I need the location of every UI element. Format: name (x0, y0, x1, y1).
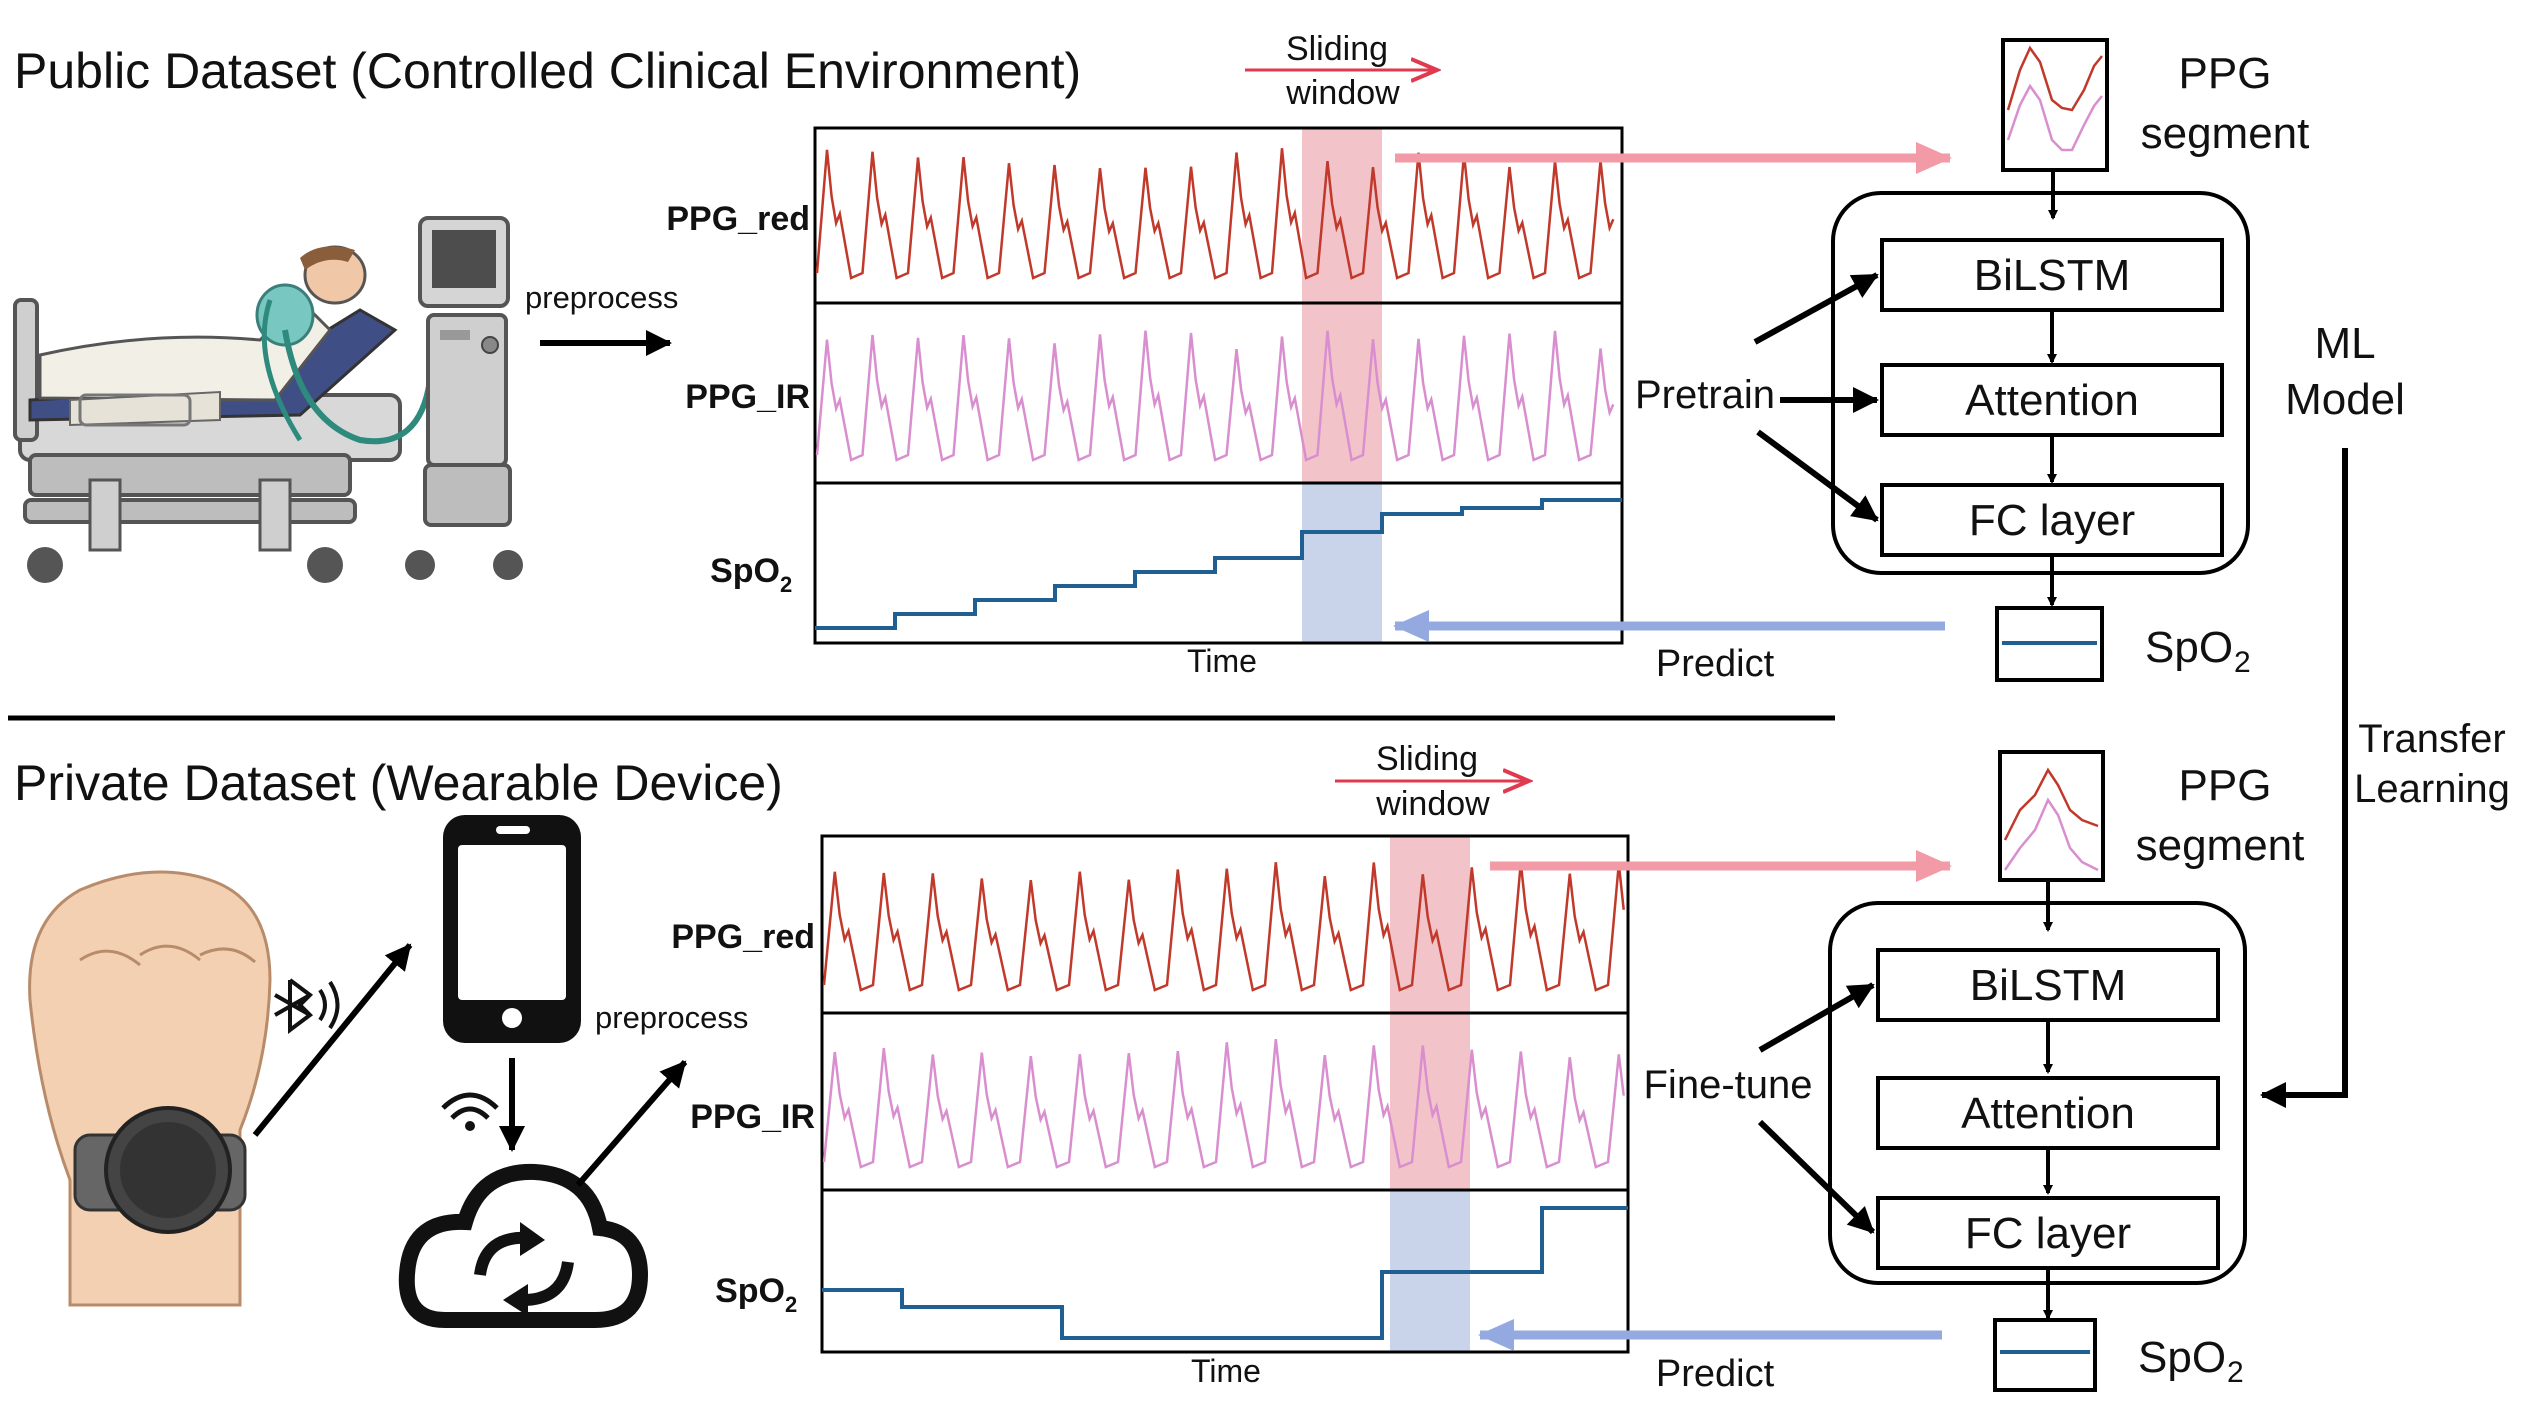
private-sliding-label-2: window (1375, 785, 1490, 823)
hospital-bed-ventilator-icon (13, 216, 523, 583)
private-ppg-red-label: PPG_red (671, 918, 815, 956)
private-ppg-ir-label: PPG_IR (690, 1098, 815, 1136)
public-window-blue (1302, 483, 1382, 643)
public-pretrain-arrow-bilstm (1753, 272, 1879, 345)
public-preprocess-label: preprocess (525, 280, 678, 315)
ml-model-label-1: ML (2314, 319, 2375, 368)
private-ppg-red-trace (822, 862, 1625, 992)
private-bilstm-label: BiLSTM (1970, 961, 2126, 1010)
private-spo2-subscript: 2 (785, 1292, 797, 1317)
public-time-label: Time (1187, 643, 1257, 679)
private-title: Private Dataset (Wearable Device) (14, 755, 783, 811)
private-spo2-label: SpO (715, 1272, 785, 1310)
public-section: Public Dataset (Controlled Clinical Envi… (13, 30, 2310, 685)
smartphone-icon (443, 815, 581, 1043)
watch-to-phone-arrow (252, 943, 413, 1137)
private-sliding-label-1: Sliding (1376, 740, 1478, 778)
bluetooth-icon (274, 978, 340, 1034)
private-signal-plot (820, 834, 1630, 1354)
cloud-sync-icon (398, 1163, 649, 1328)
private-bilstm-block (1876, 948, 2220, 1022)
private-spo2-output-icon (1993, 1318, 2097, 1392)
public-attention-label: Attention (1965, 376, 2139, 425)
public-fc-label: FC layer (1969, 496, 2135, 545)
private-finetune-label: Fine-tune (1644, 1063, 1813, 1107)
public-sliding-label-1: Sliding (1286, 30, 1388, 68)
public-predict-label: Predict (1656, 643, 1775, 685)
cloud-to-plot-arrow (575, 1060, 688, 1187)
public-fc-block (1880, 483, 2224, 557)
private-model-container (1828, 901, 2247, 1285)
public-spo2-output-subscript: 2 (2234, 646, 2251, 679)
transfer-label-1: Transfer (2358, 717, 2505, 761)
public-spo2-output-label: SpO (2145, 623, 2233, 672)
public-bilstm-label: BiLSTM (1974, 251, 2130, 300)
public-spo2-label: SpO (710, 552, 780, 590)
public-ppg-red-label: PPG_red (666, 200, 810, 238)
public-signal-plot (813, 126, 1624, 645)
private-ppg-segment-icon (1998, 750, 2105, 882)
private-ppg-ir-trace (822, 1038, 1625, 1169)
public-pretrain-arrow-fc (1756, 429, 1879, 523)
transfer-label-2: Learning (2354, 767, 2510, 811)
public-segment-label-2: segment (2141, 109, 2310, 158)
private-attention-label: Attention (1961, 1089, 2135, 1138)
wifi-icon (441, 1092, 499, 1131)
private-fc-label: FC layer (1965, 1209, 2131, 1258)
public-pretrain-label: Pretrain (1635, 373, 1775, 417)
transfer-learning-arrow (2260, 448, 2348, 1108)
public-attention-block (1880, 363, 2224, 437)
private-segment-label-1: PPG (2179, 761, 2272, 810)
public-spo2-trace (815, 498, 1622, 630)
private-finetune-arrow-fc (1757, 1119, 1876, 1235)
public-ppg-ir-label: PPG_IR (685, 378, 810, 416)
private-spo2-trace (822, 1206, 1628, 1340)
public-spo2-output-icon (1995, 606, 2104, 682)
public-spo2-subscript: 2 (780, 572, 792, 597)
private-preprocess-label: preprocess (595, 1000, 748, 1035)
private-spo2-output-label: SpO (2138, 1333, 2226, 1382)
fist-wristwatch-icon (28, 870, 272, 1307)
private-segment-label-2: segment (2136, 821, 2305, 870)
private-section: Private Dataset (Wearable Device) prepro… (14, 740, 2304, 1395)
private-finetune-arrow-bilstm (1758, 982, 1875, 1053)
private-time-label: Time (1191, 1353, 1261, 1389)
public-title: Public Dataset (Controlled Clinical Envi… (14, 43, 1081, 99)
ml-model-label-2: Model (2285, 375, 2405, 424)
private-fc-block (1876, 1196, 2220, 1270)
private-ml-model: BiLSTM Attention FC layer (1828, 882, 2247, 1320)
public-ppg-red-trace (815, 148, 1615, 280)
private-attention-block (1876, 1076, 2220, 1150)
private-predict-label: Predict (1656, 1353, 1775, 1395)
public-segment-label-1: PPG (2179, 49, 2272, 98)
public-bilstm-block (1880, 238, 2224, 312)
public-plot-frame (813, 126, 1624, 645)
public-model-container (1831, 191, 2250, 575)
public-ppg-segment-icon (2001, 38, 2109, 172)
public-ppg-ir-trace (815, 330, 1615, 462)
public-ml-model: BiLSTM Attention FC layer (1831, 172, 2250, 607)
public-sliding-label-2: window (1285, 74, 1400, 112)
private-spo2-output-subscript: 2 (2227, 1356, 2244, 1389)
private-plot-frame (820, 834, 1630, 1354)
